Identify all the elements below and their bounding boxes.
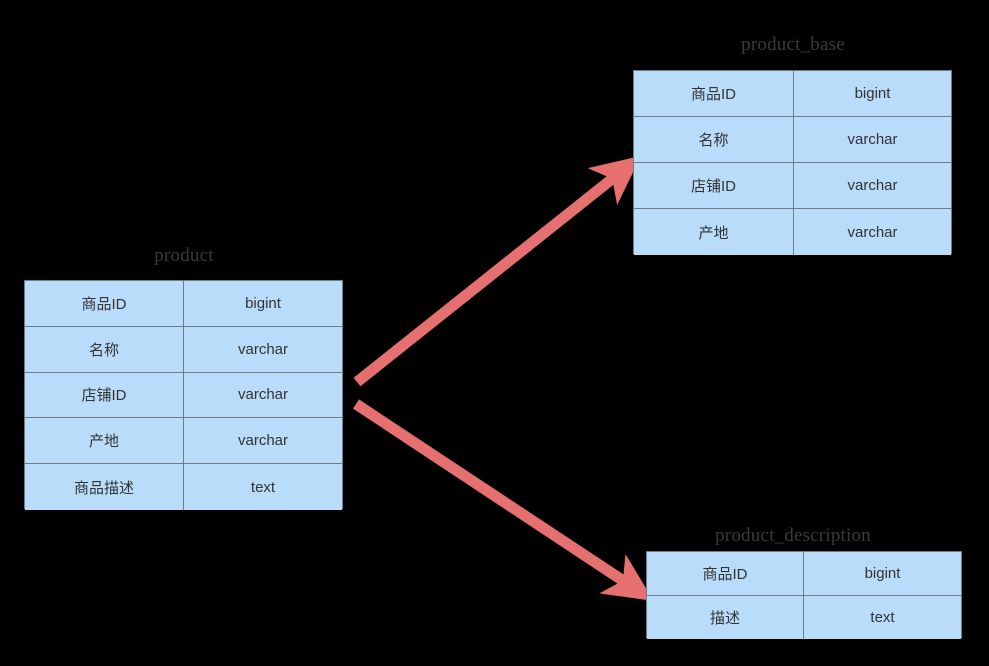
table-row: 描述 text — [647, 595, 961, 639]
column-type-cell: bigint — [794, 71, 951, 116]
table-row: 名称 varchar — [634, 117, 951, 163]
table-row: 店铺ID varchar — [634, 163, 951, 209]
column-type-cell: varchar — [184, 326, 342, 372]
column-type-cell: varchar — [184, 372, 342, 418]
table-row: 商品ID bigint — [647, 552, 961, 596]
table-row: 产地 varchar — [25, 418, 342, 465]
column-name-cell: 店铺ID — [634, 163, 794, 208]
column-type-cell: varchar — [794, 209, 951, 255]
column-type-cell: text — [804, 595, 961, 639]
column-type-cell: varchar — [794, 163, 951, 208]
table-row: 商品描述 text — [25, 464, 342, 510]
arrow-product-to-product-description — [352, 399, 654, 601]
column-type-cell: text — [184, 464, 342, 510]
column-type-cell: bigint — [184, 281, 342, 326]
column-name-cell: 商品ID — [647, 552, 804, 595]
column-name-cell: 名称 — [25, 326, 184, 372]
table-title-product: product — [154, 245, 214, 266]
column-name-cell: 名称 — [634, 117, 794, 162]
column-name-cell: 描述 — [647, 595, 804, 639]
table-row: 商品ID bigint — [25, 281, 342, 327]
column-type-cell: bigint — [804, 552, 961, 595]
table-product-base[interactable]: 商品ID bigint 名称 varchar 店铺ID varchar 产地 v… — [633, 70, 952, 255]
arrow-product-to-product-base — [353, 155, 642, 387]
column-name-cell: 商品ID — [634, 71, 794, 116]
table-title-product-description: product_description — [715, 525, 871, 546]
table-row: 商品ID bigint — [634, 71, 951, 117]
table-product-description[interactable]: 商品ID bigint 描述 text — [646, 551, 962, 639]
column-type-cell: varchar — [184, 418, 342, 464]
column-name-cell: 店铺ID — [25, 372, 184, 418]
column-name-cell: 产地 — [25, 418, 184, 464]
column-name-cell: 商品描述 — [25, 464, 184, 510]
table-row: 店铺ID varchar — [25, 372, 342, 419]
column-type-cell: varchar — [794, 117, 951, 162]
table-row: 名称 varchar — [25, 326, 342, 373]
table-product[interactable]: 商品ID bigint 名称 varchar 店铺ID varchar 产地 v… — [24, 280, 343, 510]
table-row: 产地 varchar — [634, 209, 951, 255]
column-name-cell: 商品ID — [25, 281, 184, 326]
table-title-product-base: product_base — [741, 34, 845, 55]
column-name-cell: 产地 — [634, 209, 794, 255]
